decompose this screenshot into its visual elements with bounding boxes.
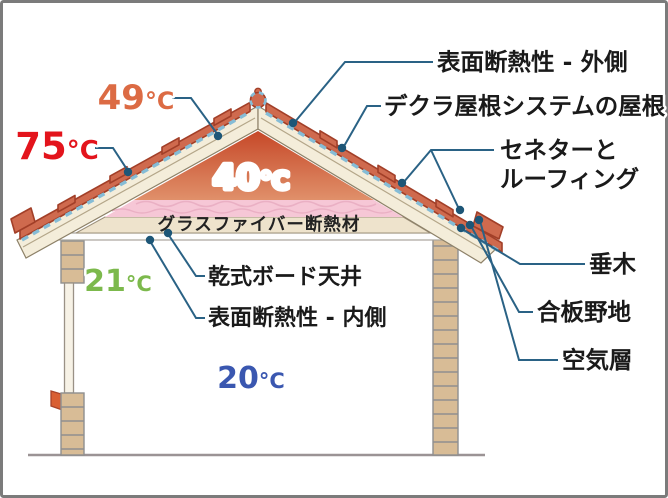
leader-75c bbox=[95, 147, 129, 172]
temp-attic: 40°C bbox=[213, 158, 290, 198]
label-plywood-sheathing: 合板野地 bbox=[537, 298, 631, 326]
tile-step bbox=[435, 198, 454, 218]
leader-decra-roof bbox=[342, 105, 381, 149]
temp-ceiling: 21°C bbox=[84, 264, 152, 299]
roof-boards bbox=[16, 104, 498, 264]
tile-step bbox=[377, 164, 396, 184]
left-wall bbox=[50, 240, 85, 456]
temp-outer-surface: 75°C bbox=[15, 125, 98, 168]
insulation-wave-line bbox=[135, 200, 377, 208]
roof-tiles-right bbox=[265, 102, 504, 253]
roof-tiles-left bbox=[10, 101, 251, 240]
insulation-pink-band bbox=[105, 200, 403, 217]
tile-step bbox=[161, 137, 180, 155]
tile-step bbox=[213, 108, 232, 127]
leader-49c bbox=[172, 97, 219, 136]
label-surface-outside: 表面断熱性 - 外側 bbox=[437, 48, 628, 76]
leader-plywood bbox=[470, 225, 533, 313]
insulation-wave-line bbox=[111, 208, 393, 214]
label-drywall-ceiling: 乾式ボード天井 bbox=[208, 264, 362, 290]
label-decra-roof: デクラ屋根システムの屋根 bbox=[384, 92, 666, 120]
callout-leaders bbox=[95, 61, 585, 361]
temp-tile-surface: 49°C bbox=[98, 78, 175, 118]
brick-joints bbox=[433, 245, 458, 443]
tile-eave-left bbox=[10, 207, 36, 234]
leader-surface-outside bbox=[293, 61, 433, 124]
tile-step bbox=[57, 194, 76, 213]
attic-space bbox=[134, 131, 374, 200]
right-wall bbox=[432, 231, 459, 456]
leader-surface-inside bbox=[149, 240, 205, 319]
label-rafter: 垂木 bbox=[589, 250, 637, 278]
label-senator-roofing-line1: セネターと bbox=[500, 136, 618, 164]
board-midline-right bbox=[260, 117, 490, 254]
ridge-cap-dashes bbox=[249, 91, 267, 109]
label-surface-inside: 表面断熱性 - 内側 bbox=[208, 305, 386, 331]
temp-room: 20°C bbox=[217, 361, 285, 396]
leader-rafter bbox=[461, 228, 585, 265]
leader-air-layer bbox=[479, 220, 558, 361]
leader-senator-2 bbox=[430, 149, 460, 210]
leader-drywall-ceiling bbox=[167, 233, 205, 277]
tile-band-left bbox=[19, 101, 251, 240]
label-air-layer: 空気層 bbox=[562, 346, 633, 374]
tile-step bbox=[319, 130, 338, 149]
wall-post bbox=[63, 282, 75, 394]
label-fiberglass-insulation: グラスファイバー断熱材 bbox=[158, 214, 361, 235]
ridge-cap bbox=[249, 87, 267, 109]
label-senator-roofing-line2: ルーフィング bbox=[500, 165, 640, 193]
